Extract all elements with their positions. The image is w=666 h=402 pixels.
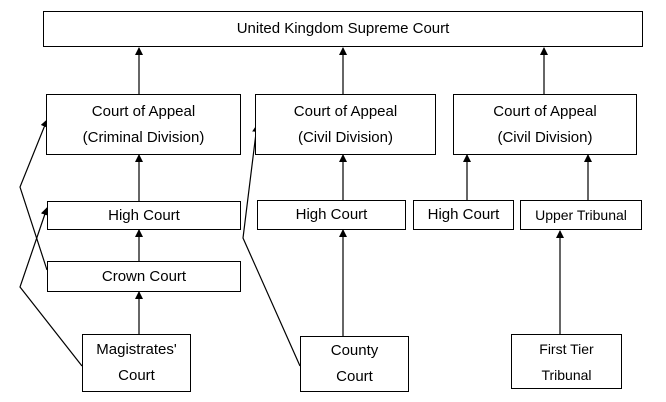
node-court-of-appeal-civil-1: Court of Appeal (Civil Division) [255, 94, 436, 155]
node-label-line: United Kingdom Supreme Court [236, 20, 450, 37]
node-label-line: High Court [295, 206, 368, 223]
node-label-line: (Criminal Division) [82, 128, 205, 146]
node-label-line: (Civil Division) [497, 128, 593, 146]
node-high-court-1: High Court [47, 201, 241, 230]
node-label-line: First Tier [539, 340, 594, 357]
edge-county-court-to-coa-civil-1 [242, 124, 301, 367]
node-label-line: Upper Tribunal [535, 207, 627, 223]
node-court-of-appeal-criminal: Court of Appeal (Criminal Division) [46, 94, 241, 155]
node-magistrates-court: Magistrates' Court [82, 334, 191, 392]
node-upper-tribunal: Upper Tribunal [520, 200, 642, 230]
node-crown-court: Crown Court [47, 261, 241, 292]
node-uk-supreme-court: United Kingdom Supreme Court [43, 11, 643, 47]
node-label-line: Magistrates' [96, 341, 177, 358]
node-label-line: Court [118, 367, 155, 384]
edge-crown-court-to-coa-criminal [19, 119, 49, 271]
node-label-line: (Civil Division) [297, 128, 393, 146]
node-label-line: Court of Appeal [91, 102, 196, 120]
node-label-line: Court [336, 368, 373, 385]
node-court-of-appeal-civil-2: Court of Appeal (Civil Division) [453, 94, 637, 155]
node-high-court-2: High Court [257, 200, 406, 230]
node-label-line: High Court [427, 206, 500, 223]
node-label-line: Tribunal [541, 366, 592, 383]
node-label-line: Court of Appeal [293, 102, 398, 120]
node-label-line: Crown Court [101, 267, 187, 285]
node-label-line: County [330, 342, 379, 359]
node-high-court-3: High Court [413, 200, 514, 230]
node-label-line: High Court [108, 206, 180, 224]
node-label-line: Court of Appeal [493, 102, 597, 120]
